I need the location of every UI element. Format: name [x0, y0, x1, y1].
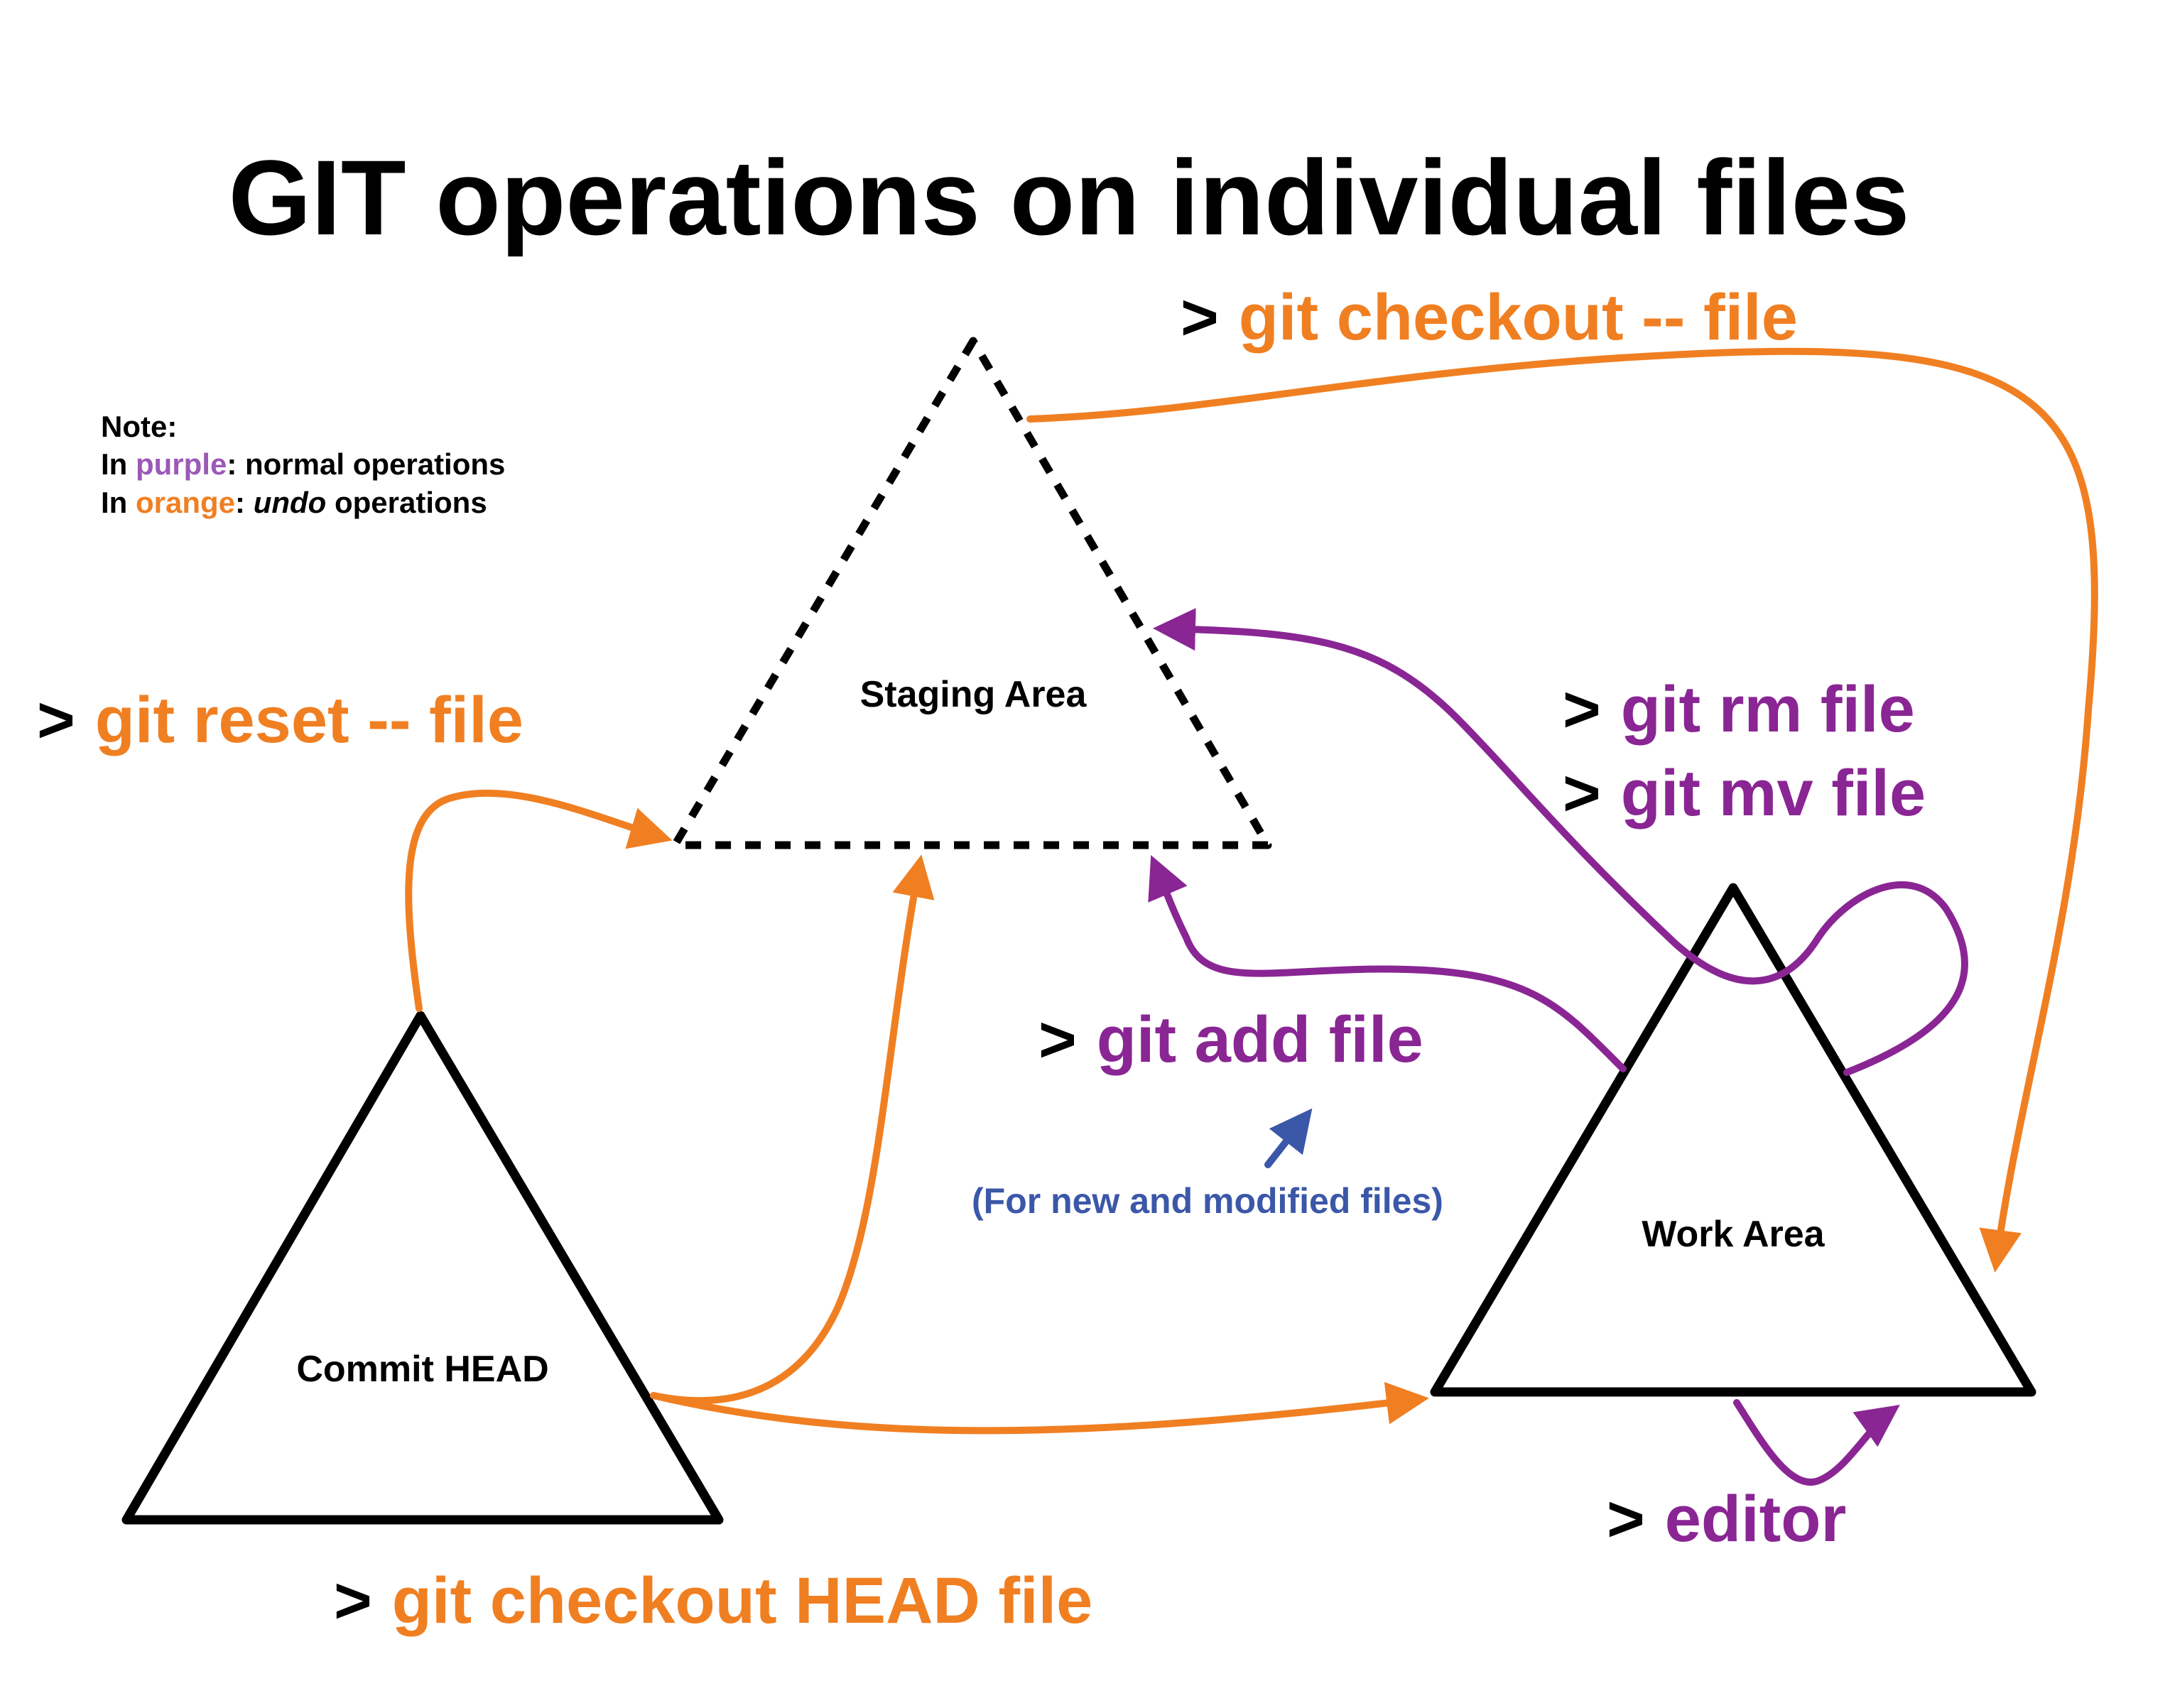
add-file-prompt: > [1038, 1003, 1077, 1076]
rm-mv-file-arrow-icon [1153, 608, 1968, 1076]
checkout-head-to-staging-arrow-icon [650, 854, 935, 1405]
mv-file-command: > git mv file [1563, 757, 1926, 829]
add-file-note-pointer-icon [1264, 1108, 1313, 1168]
work-area-triangle [1430, 883, 2036, 1397]
checkout-file-label: git checkout -- file [1239, 281, 1798, 354]
mv-file-label: git mv file [1621, 757, 1926, 829]
add-file-arrow-icon [1148, 854, 1627, 1072]
note-line-purple: In purple: normal operations [101, 447, 505, 481]
reset-file-arrow-icon [405, 789, 673, 1012]
reset-file-command: > git reset -- file [37, 684, 523, 756]
note-line2-sep: : [235, 486, 254, 519]
editor-arrow-icon [1733, 1399, 1900, 1486]
checkout-head-command: > git checkout HEAD file [334, 1565, 1092, 1637]
note-line2-suffix: operations [326, 486, 487, 519]
note-orange-word: orange [136, 486, 235, 519]
add-file-label: git add file [1097, 1003, 1423, 1076]
work-area-label: Work Area [1642, 1214, 1825, 1255]
add-file-command: > git add file [1038, 1003, 1423, 1076]
staging-area-node: Staging Area [671, 337, 1272, 849]
checkout-file-command: > git checkout -- file [1181, 281, 1798, 354]
rm-file-prompt: > [1563, 673, 1601, 746]
rm-file-command: > git rm file [1563, 673, 1915, 746]
page-title: GIT operations on individual files [229, 138, 1910, 257]
note-line1-prefix: In [101, 447, 136, 481]
note-line1-suffix: : normal operations [227, 447, 505, 481]
commit-head-label: Commit HEAD [296, 1349, 548, 1390]
editor-command: > editor [1607, 1483, 1846, 1555]
note-line2-prefix: In [101, 486, 136, 519]
reset-file-label: git reset -- file [95, 684, 523, 756]
rm-file-label: git rm file [1621, 673, 1915, 746]
note-line-orange: In orange: undo operations [101, 486, 487, 519]
note-heading: Note: [101, 410, 177, 443]
commit-head-node: Commit HEAD [121, 1011, 724, 1525]
checkout-file-prompt: > [1181, 281, 1219, 354]
checkout-file-arrow-icon [1026, 347, 2098, 1273]
checkout-head-label: git checkout HEAD file [392, 1565, 1093, 1637]
staging-area-triangle [671, 337, 1272, 849]
editor-prompt: > [1607, 1483, 1645, 1555]
note-purple-word: purple [136, 447, 227, 481]
add-file-note: (For new and modified files) [972, 1181, 1443, 1221]
note-undo-word: undo [254, 486, 327, 519]
commit-head-triangle [121, 1011, 724, 1525]
checkout-head-prompt: > [334, 1565, 372, 1637]
staging-area-label: Staging Area [860, 674, 1087, 715]
checkout-head-to-work-arrow-icon [650, 1381, 1429, 1435]
editor-label: editor [1665, 1483, 1847, 1555]
work-area-node: Work Area [1430, 883, 2036, 1397]
legend-note: Note: In purple: normal operations In or… [101, 410, 505, 519]
reset-file-prompt: > [37, 684, 75, 756]
mv-file-prompt: > [1563, 757, 1601, 829]
